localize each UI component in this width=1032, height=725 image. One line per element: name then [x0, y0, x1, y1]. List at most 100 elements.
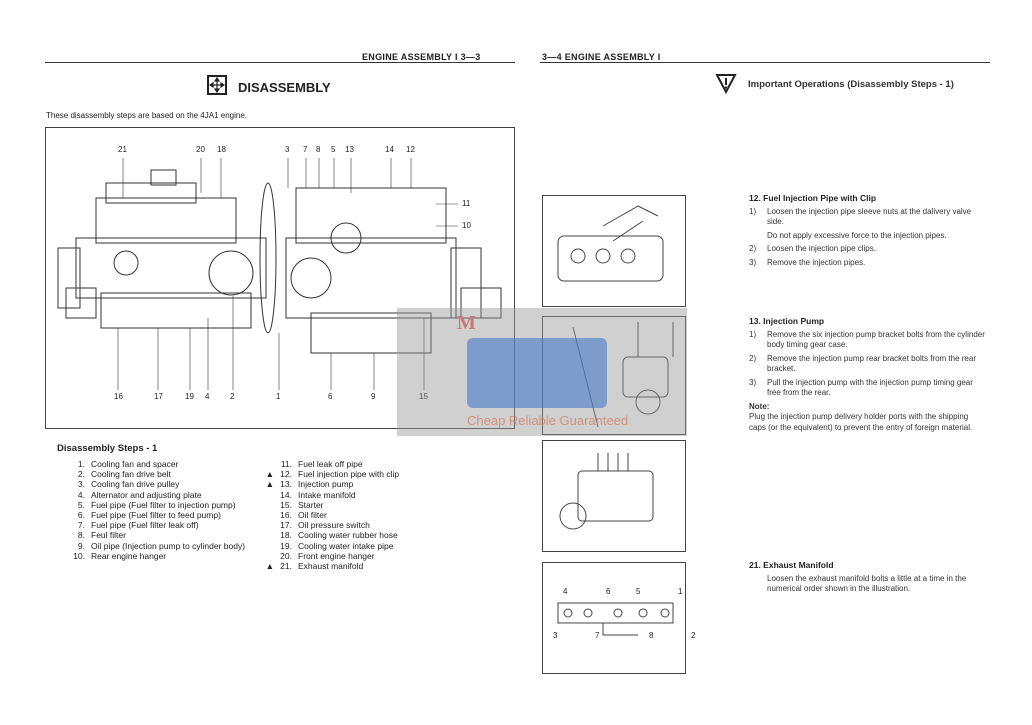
important-mark-icon — [55, 541, 67, 551]
important-mark-icon — [262, 510, 274, 520]
step-text: Exhaust manifold — [298, 561, 364, 572]
important-mark-icon — [55, 469, 67, 479]
step-text: Starter — [298, 499, 324, 510]
injection-pipe-illustration — [557, 205, 664, 282]
important-mark-icon: ▲ — [265, 469, 274, 480]
callout-18: 18 — [217, 145, 226, 154]
item-text: Pull the injection pump with the injecti… — [767, 377, 973, 398]
important-mark-icon: ▲ — [265, 479, 274, 490]
step-text: Alternator and adjusting plate — [91, 489, 202, 500]
important-mark-icon — [262, 520, 274, 530]
step-item: 5.Fuel pipe (Fuel filter to injection pu… — [55, 500, 255, 510]
step-number: 14. — [280, 489, 292, 500]
callout-6: 6 — [328, 392, 333, 401]
step-text: Cooling fan drive pulley — [91, 479, 180, 490]
callout-2: 2 — [230, 392, 235, 401]
important-mark-icon — [55, 500, 67, 510]
item-text: Loosen the injection pipe clips. — [767, 244, 876, 253]
step-text: Oil filter — [298, 510, 327, 521]
steps-list-2: 11.Fuel leak off pipe▲12.Fuel injection … — [262, 459, 462, 571]
step-text: Fuel leak off pipe — [298, 459, 363, 469]
item-text: Remove the injection pipes. — [767, 257, 866, 267]
step-text: Cooling water rubber hose — [298, 530, 398, 541]
callout-14: 14 — [385, 145, 394, 154]
step-item: 17.Oil pressure switch — [262, 520, 462, 530]
manifold-illustration — [557, 602, 674, 636]
figure-exhaust-manifold: 4 6 5 1 3 7 8 2 — [542, 562, 695, 674]
manifold-num-1: 1 — [678, 587, 683, 596]
note-text: Plug the injection pump delivery holder … — [749, 412, 973, 432]
important-mark-icon — [55, 520, 67, 530]
important-mark-icon — [55, 510, 67, 520]
operation-item: 2)Remove the injection pump rear bracket… — [749, 354, 985, 375]
right-page-header: 3—4 ENGINE ASSEMBLY I — [542, 52, 661, 62]
manifold-num-6: 6 — [606, 587, 611, 596]
op-12-title: 12. Fuel Injection Pipe with Clip — [749, 193, 877, 203]
op-21-title: 21. Exhaust Manifold — [749, 560, 834, 570]
operation-item: 1)Loosen the injection pipe sleeve nuts … — [749, 207, 985, 228]
op-21: 21. Exhaust Manifold Loosen the exhaust … — [749, 560, 985, 595]
step-number: 18. — [280, 530, 292, 541]
step-item: 1.Cooling fan and spacer — [55, 459, 255, 469]
step-item: 20.Front engine hanger — [262, 551, 462, 561]
step-item: 11. Fuel leak off pipe — [262, 459, 462, 469]
intro-text: These disassembly steps are based on the… — [46, 111, 248, 120]
callout-4: 4 — [205, 392, 210, 401]
step-number: 20. — [280, 550, 292, 561]
operation-item: 3)Pull the injection pump with the injec… — [749, 378, 985, 399]
step-item: 6.Fuel pipe (Fuel filter to feed pump) — [55, 510, 255, 520]
op-21-text: Loosen the exhaust manifold bolts a litt… — [767, 573, 967, 594]
op-13: 13. Injection Pump 1)Remove the six inje… — [749, 316, 985, 433]
step-text: Fuel pipe (Fuel filter leak off) — [91, 520, 199, 531]
manifold-num-2: 2 — [691, 631, 696, 640]
watermark-logo: M — [457, 312, 476, 334]
op-12: 12. Fuel Injection Pipe with Clip 1)Loos… — [749, 193, 985, 271]
watermark-logo-shape — [467, 338, 607, 408]
item-number: 1) — [749, 329, 757, 339]
callout-9: 9 — [371, 392, 376, 401]
step-number: 16. — [280, 510, 292, 521]
manifold-num-8: 8 — [649, 631, 654, 640]
step-text: Oil pipe (Injection pump to cylinder bod… — [91, 540, 246, 551]
step-item: 14.Intake manifold — [262, 490, 462, 500]
step-text: Oil pressure switch — [298, 520, 370, 531]
step-number: 5. — [77, 499, 85, 510]
step-number: 8. — [77, 530, 85, 541]
step-text: Cooling fan drive belt — [91, 469, 171, 480]
step-number: 12. — [280, 469, 292, 480]
warning-icon — [715, 74, 737, 94]
left-page-header: ENGINE ASSEMBLY I 3—3 — [362, 52, 481, 62]
important-mark-icon — [262, 530, 274, 540]
figure-pump-removed — [542, 440, 686, 552]
step-number: 15. — [280, 499, 292, 510]
important-mark-icon — [55, 490, 67, 500]
item-number: 1) — [749, 206, 757, 216]
step-item: 15. Starter — [262, 500, 462, 510]
step-number: 9. — [77, 540, 85, 551]
item-number: 2) — [749, 353, 757, 363]
step-text: Fuel pipe (Fuel filter to feed pump) — [91, 510, 221, 521]
step-number: 1. — [77, 459, 85, 469]
engine-figure: 21 20 18 3 7 8 5 13 14 12 11 10 16 17 19… — [45, 127, 515, 429]
callout-16: 16 — [114, 392, 123, 401]
operation-item: Do not apply excessive force to the inje… — [749, 231, 985, 242]
item-number — [749, 231, 767, 242]
important-mark-icon — [262, 500, 274, 510]
header-rule — [45, 62, 515, 63]
operation-item: 3)Remove the injection pipes. — [749, 258, 985, 269]
step-number: 4. — [77, 489, 85, 500]
step-item: 18. Cooling water rubber hose — [262, 530, 462, 540]
manifold-num-7: 7 — [595, 631, 600, 640]
step-text: Cooling water intake pipe — [298, 540, 394, 551]
callout-5: 5 — [331, 145, 336, 154]
step-number: 11. — [280, 459, 292, 469]
step-text: Feul filter — [91, 530, 126, 541]
step-item: 9. Oil pipe (Injection pump to cylinder b… — [55, 541, 255, 551]
step-item: 2.Cooling fan drive belt — [55, 469, 255, 479]
item-text: Do not apply excessive force to the inje… — [767, 230, 947, 240]
manifold-num-4: 4 — [563, 587, 568, 596]
note-label: Note: — [749, 401, 770, 411]
item-text: Remove the six injection pump bracket bo… — [767, 329, 985, 350]
important-mark-icon — [262, 490, 274, 500]
